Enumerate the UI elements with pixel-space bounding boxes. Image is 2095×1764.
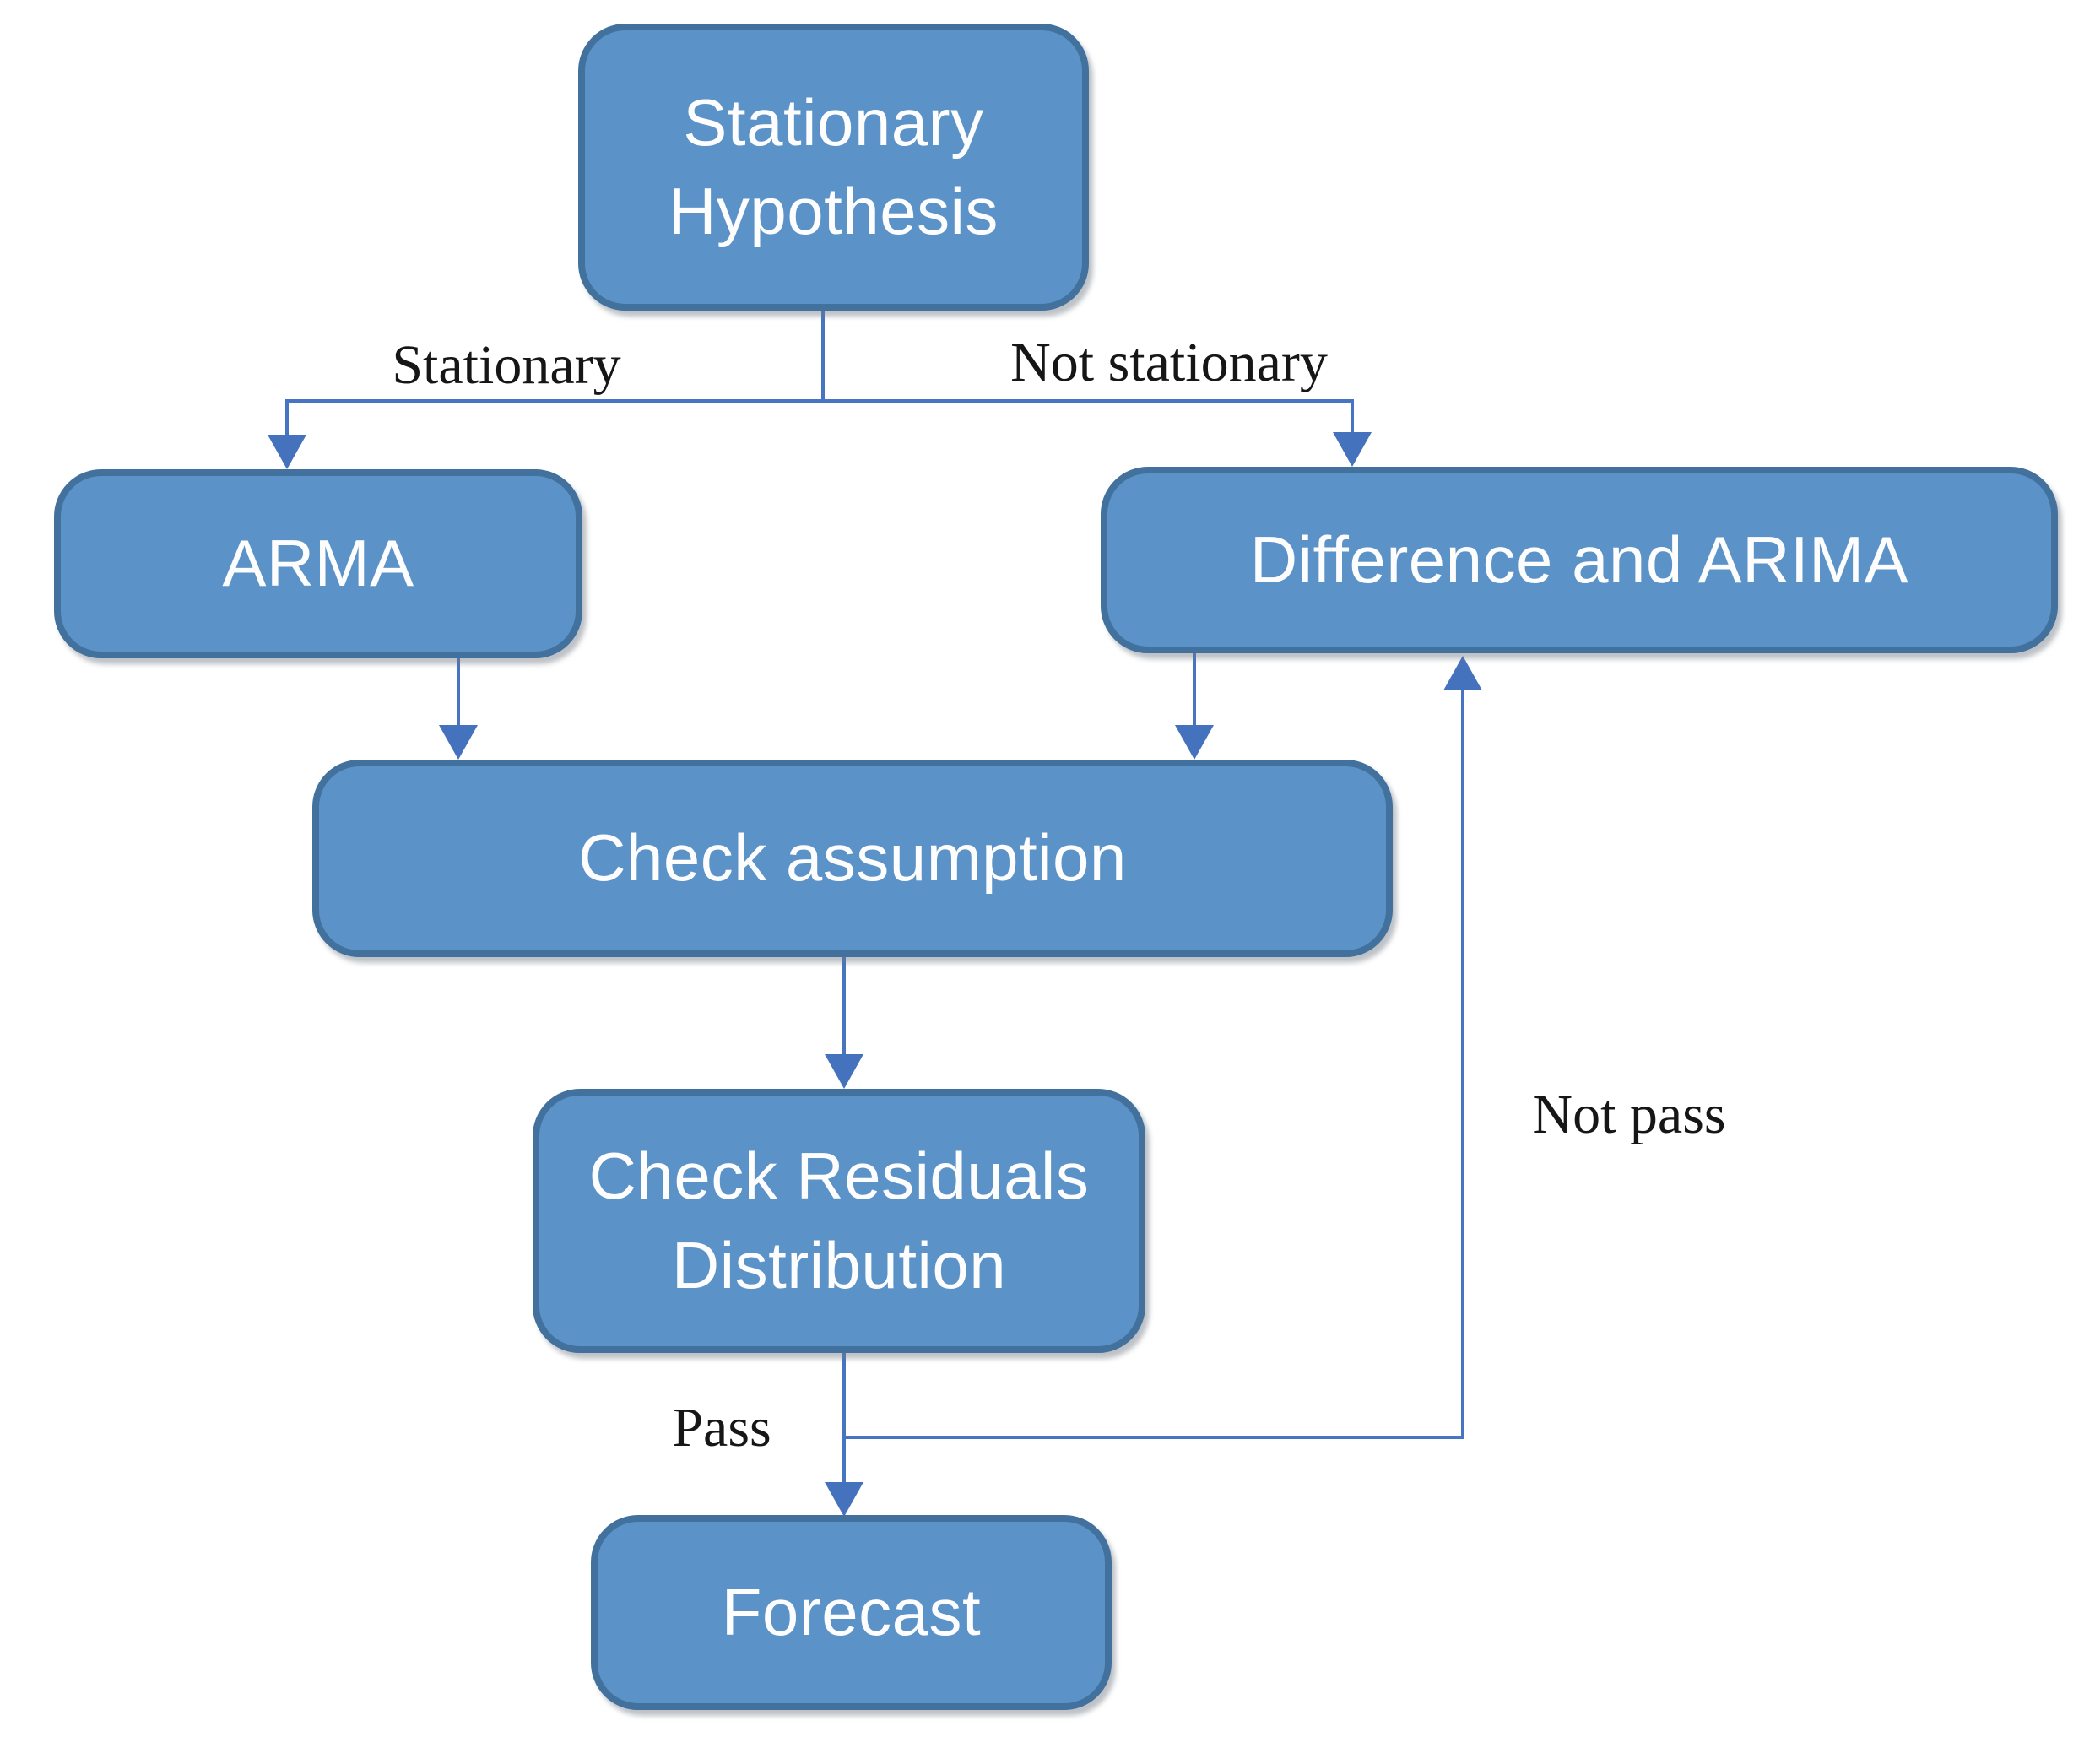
node-forecast-label: Forecast [721, 1574, 982, 1649]
edge-hypothesis-branch-stub [821, 311, 825, 402]
edge-arima-to-check-assumption-line [1193, 653, 1196, 728]
node-check-assumption-label: Check assumption [578, 820, 1127, 896]
node-forecast: Forecast [591, 1515, 1112, 1710]
edge-label-not-stationary: Not stationary [1010, 332, 1328, 393]
edge-arma-to-check-assumption-line [457, 658, 460, 728]
edge-not-pass-horizontal-line [844, 1436, 1464, 1439]
edge-check-assumption-to-residuals-line [842, 957, 846, 1057]
node-check-assumption: Check assumption [312, 760, 1393, 957]
edge-stationary-to-arma-arrowhead-icon [268, 435, 306, 469]
node-stationary-hypothesis-label: Stationary Hypothesis [669, 84, 999, 248]
edge-not-stationary-to-arima-arrowhead-icon [1333, 432, 1372, 467]
edge-residuals-to-forecast-line [842, 1353, 846, 1485]
edge-label-pass: Pass [672, 1397, 771, 1458]
edge-stationary-to-arma-line [285, 399, 289, 437]
edge-arma-to-check-assumption-arrowhead-icon [439, 725, 478, 760]
edge-label-not-pass: Not pass [1532, 1084, 1726, 1145]
edge-check-assumption-to-residuals-arrowhead-icon [825, 1054, 863, 1089]
node-arma-label: ARMA [222, 526, 414, 601]
node-check-residuals-distribution-label: Check Residuals Distribution [588, 1139, 1090, 1302]
node-stationary-hypothesis: Stationary Hypothesis [578, 24, 1089, 311]
edge-not-pass-vertical-line [1461, 689, 1464, 1439]
edge-label-stationary: Stationary [392, 334, 621, 396]
node-difference-and-arima: Difference and ARIMA [1101, 467, 2058, 653]
edge-branch-horizontal-line [285, 399, 1354, 403]
edge-not-pass-arrowhead-icon [1443, 656, 1482, 690]
edge-arima-to-check-assumption-arrowhead-icon [1175, 725, 1214, 760]
node-check-residuals-distribution: Check Residuals Distribution [533, 1089, 1145, 1353]
edge-not-stationary-to-arima-line [1351, 399, 1354, 435]
node-arma: ARMA [54, 469, 582, 658]
edge-residuals-to-forecast-arrowhead-icon [825, 1482, 863, 1517]
node-difference-and-arima-label: Difference and ARIMA [1249, 522, 1909, 597]
